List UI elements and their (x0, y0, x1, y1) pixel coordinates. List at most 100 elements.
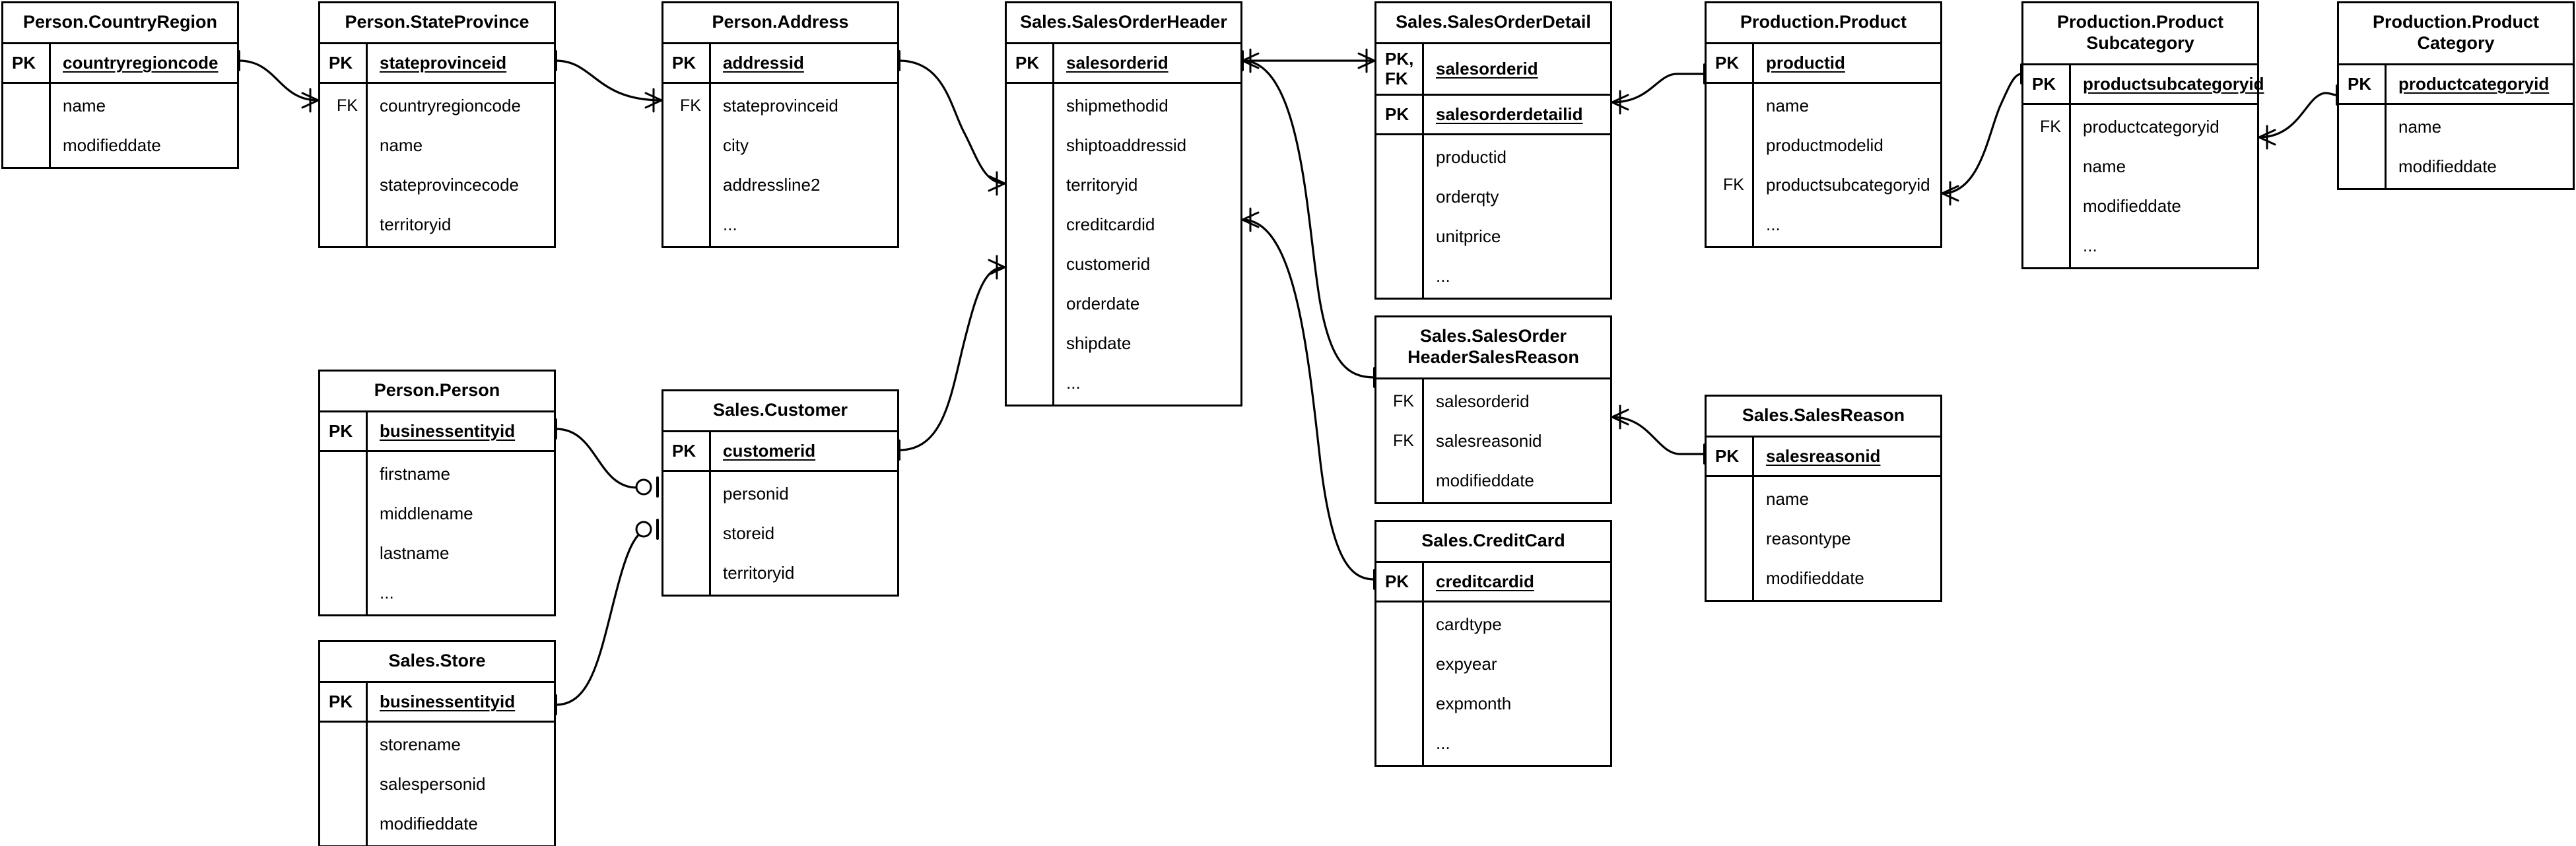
key-badge-column: FK (1707, 84, 1754, 246)
key-badge: PK (320, 412, 368, 450)
attribute-name: productcategoryid (2083, 116, 2220, 137)
attribute-name: countryregioncode (380, 95, 521, 115)
key-badge: PK (1376, 563, 1424, 601)
entity-title: Person.CountryRegion (3, 3, 237, 44)
attribute-name: salesreasonid (1766, 446, 1881, 466)
attribute-name: orderqty (1436, 186, 1499, 207)
entity-title: Sales.SalesReason (1707, 397, 1940, 438)
key-badge: FK (1393, 431, 1414, 450)
key-badge: PK (1007, 44, 1054, 82)
key-badge-column (1007, 84, 1054, 405)
rel-customer-salesorderheader (898, 255, 1006, 461)
attribute-name: productmodelid (1766, 135, 1883, 155)
key-badge-column: FK (320, 84, 368, 246)
attribute-name: countryregioncode (63, 53, 219, 73)
attribute-name: shipdate (1066, 333, 1132, 353)
attribute-name: productcategoryid (2398, 74, 2550, 94)
entity-key-row[interactable]: PK businessentityid (320, 412, 554, 452)
key-badge: PK (663, 44, 711, 82)
rel-creditcard-salesorderheader (1241, 207, 1376, 590)
attribute-name: ... (1436, 732, 1450, 753)
attribute-name: salesorderid (1436, 391, 1530, 411)
attribute-name: modifieddate (1436, 470, 1534, 490)
attribute-name: modifieddate (1766, 568, 1864, 588)
rel-salesorderheader-salesorderdetail (1241, 48, 1376, 73)
attribute-name: salespersonid (380, 773, 486, 794)
key-badge: PK (2339, 65, 2387, 103)
key-badge: FK (680, 96, 701, 115)
entity-title: Production.Product (1707, 3, 1940, 44)
attribute-name: reasontype (1766, 528, 1851, 548)
rel-productsubcategory-productcategory (2258, 84, 2338, 150)
attribute-name: modifieddate (2083, 195, 2181, 216)
attribute-name: addressid (723, 53, 804, 73)
entity-title: Person.Person (320, 372, 554, 412)
attribute-name: cardtype (1436, 614, 1502, 634)
attribute-column: salesorderid salesreasonid modifieddate (1424, 379, 1610, 502)
attribute-name: salesreasonid (1436, 430, 1542, 451)
attribute-name: businessentityid (380, 421, 516, 441)
attribute-name: productid (1436, 146, 1507, 167)
rel-product-productsubcategory (1941, 63, 2023, 206)
attribute-name: productsubcategoryid (2083, 74, 2264, 94)
rel-salesorderdetail-product (1611, 63, 1706, 115)
attribute-name: shipmethodid (1066, 95, 1169, 115)
attribute-name: salesorderid (1436, 59, 1538, 79)
attribute-name: addressline2 (723, 174, 821, 195)
attribute-name: ... (1066, 372, 1081, 393)
entity-key-row[interactable]: PK addressid (663, 44, 897, 84)
attribute-name: productid (1766, 53, 1845, 73)
entity-title: Sales.SalesOrder HeaderSalesReason (1376, 317, 1610, 379)
key-badge: PK (320, 44, 368, 82)
attribute-name: expyear (1436, 653, 1497, 674)
entity-key-row[interactable]: PK productcategoryid (2339, 65, 2573, 105)
attribute-name: stateprovinceid (723, 95, 838, 115)
attribute-name: unitprice (1436, 226, 1501, 246)
key-badge-column (320, 452, 368, 614)
entity-key-row[interactable]: PK creditcardid (1376, 563, 1610, 602)
entity-title: Sales.CreditCard (1376, 522, 1610, 563)
attribute-name: creditcardid (1436, 571, 1534, 591)
